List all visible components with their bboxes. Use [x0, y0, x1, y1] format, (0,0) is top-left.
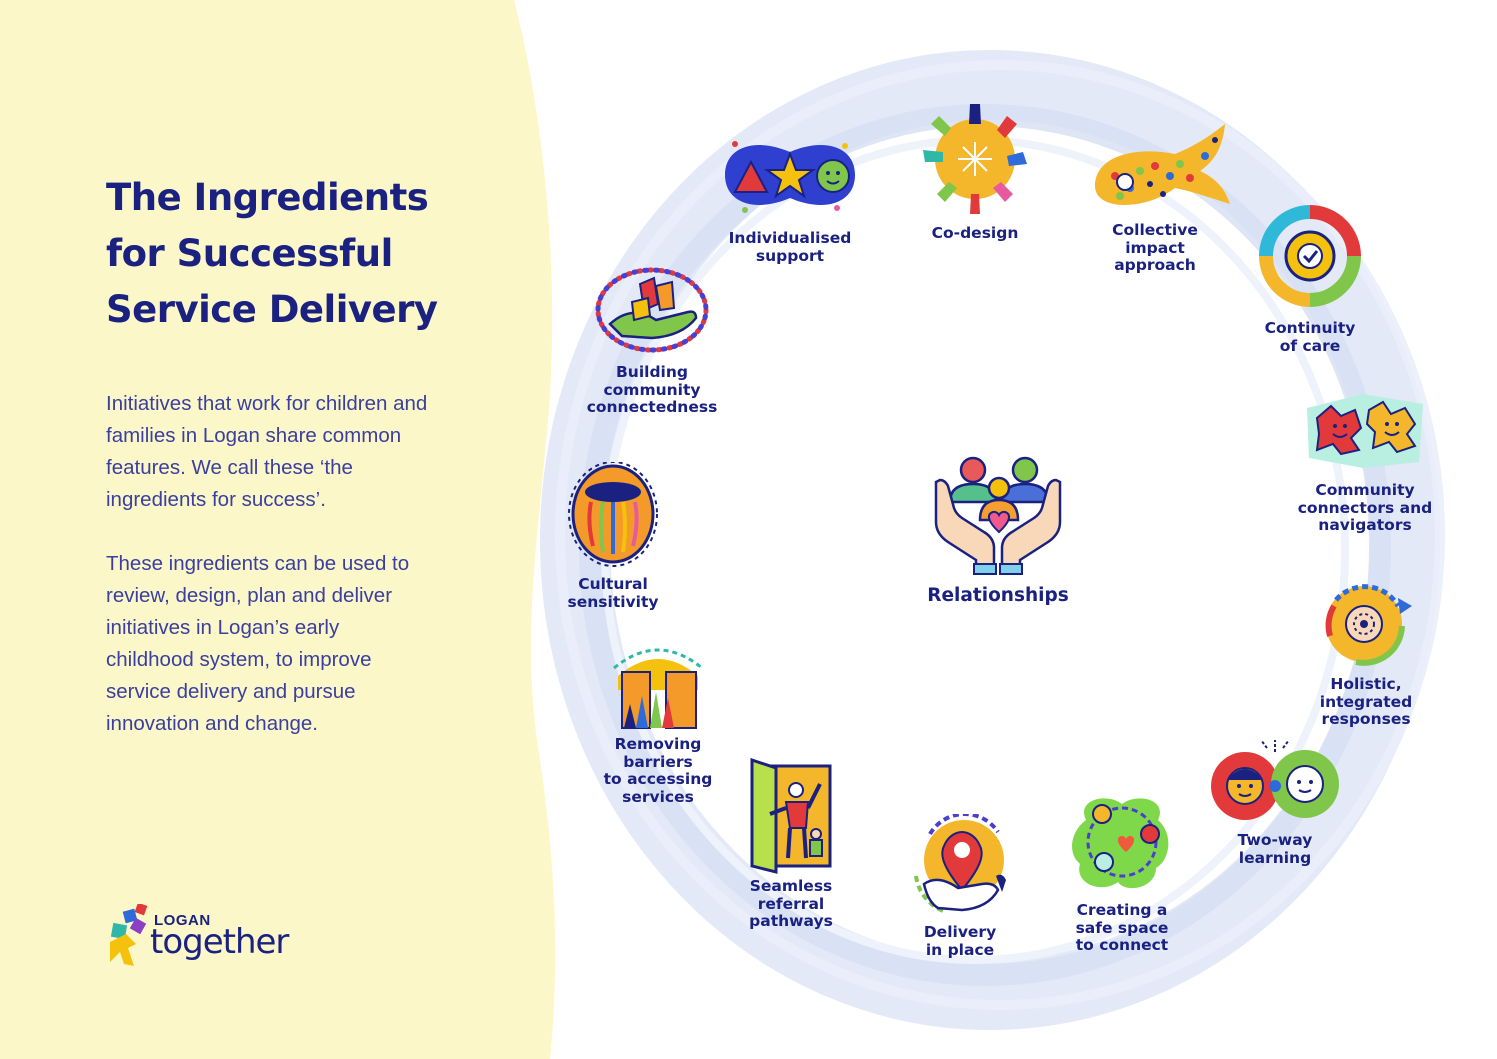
holistic-responses-icon	[1325, 584, 1412, 666]
community-connectedness-icon	[595, 267, 709, 353]
individualised-support-icon	[725, 141, 855, 213]
removing-barriers-icon	[613, 648, 703, 729]
page-title: The Ingredients for Successful Service D…	[106, 176, 438, 331]
two-way-learning-icon	[1211, 739, 1339, 820]
relationships-icon	[934, 456, 1062, 575]
cultural-sensitivity-icon	[568, 462, 658, 567]
collective-impact-icon	[1095, 124, 1230, 206]
usage-paragraph: These ingredients can be used to review,…	[106, 552, 410, 735]
ingredient-co-design: Co-design	[900, 102, 1050, 243]
delivery-in-place-icon	[914, 814, 1006, 914]
community-connectors-icon	[1307, 394, 1423, 468]
center-label: Relationships	[927, 585, 1069, 606]
center-relationships: Relationships	[918, 452, 1078, 605]
continuity-of-care-icon	[1259, 205, 1361, 307]
logo-figures-icon	[110, 904, 148, 966]
logo-word-logan: LOGAN	[154, 912, 211, 929]
intro-paragraph: Initiatives that work for children and f…	[106, 392, 428, 511]
co-design-icon	[923, 104, 1027, 214]
cream-panel	[0, 0, 556, 1059]
safe-space-icon	[1072, 798, 1169, 889]
logo-word-together: together	[150, 922, 289, 962]
referral-pathways-icon	[750, 757, 832, 874]
logan-together-logo: LOGAN together	[106, 904, 316, 974]
